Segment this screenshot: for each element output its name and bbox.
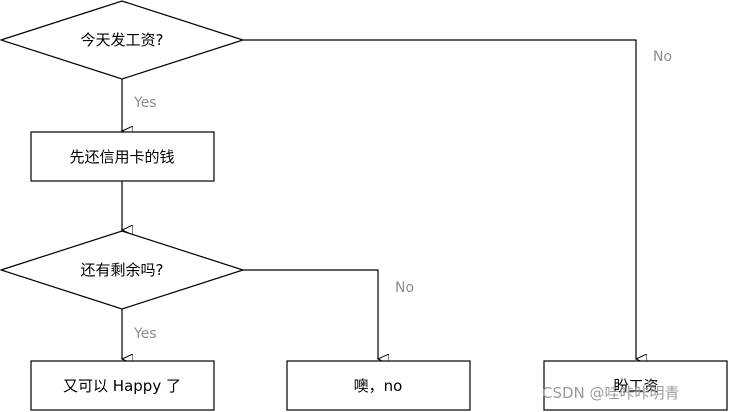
node-repay-label: 先还信用卡的钱 [69,148,174,166]
edge-label-remaining-yes: Yes [133,326,157,342]
process-box-happy [30,360,215,411]
node-payday: 今天发工资? [0,0,245,80]
decision-diamond-remaining [0,230,245,310]
edge-label-remaining-no: No [395,280,414,296]
node-payday-label: 今天发工资? [81,31,164,49]
node-oh-no: 噢，no [286,360,471,411]
edge-remaining-to-oh-no [243,269,378,359]
node-bottom-right-label: 盼工资 [613,377,658,395]
watermark-text: CSDN @哇咔咔明青 [542,384,680,402]
edge-payday-to-bottom-right [243,39,636,359]
decision-diamond-payday [0,0,245,80]
connectors [122,39,636,359]
edge-label-payday-yes: Yes [133,95,157,111]
node-repay: 先还信用卡的钱 [30,131,215,182]
node-bottom-right: 盼工资 [543,360,728,411]
node-remaining-label: 还有剩余吗? [81,261,164,279]
process-box-bottom-right [543,360,728,411]
node-remaining: 还有剩余吗? [0,230,245,310]
edge-label-payday-no: No [653,49,672,65]
process-box-repay [30,131,215,182]
node-oh-no-label: 噢，no [354,377,403,395]
process-box-oh-no [286,360,471,411]
node-happy-label: 又可以 Happy 了 [63,377,181,395]
node-happy: 又可以 Happy 了 [30,360,215,411]
